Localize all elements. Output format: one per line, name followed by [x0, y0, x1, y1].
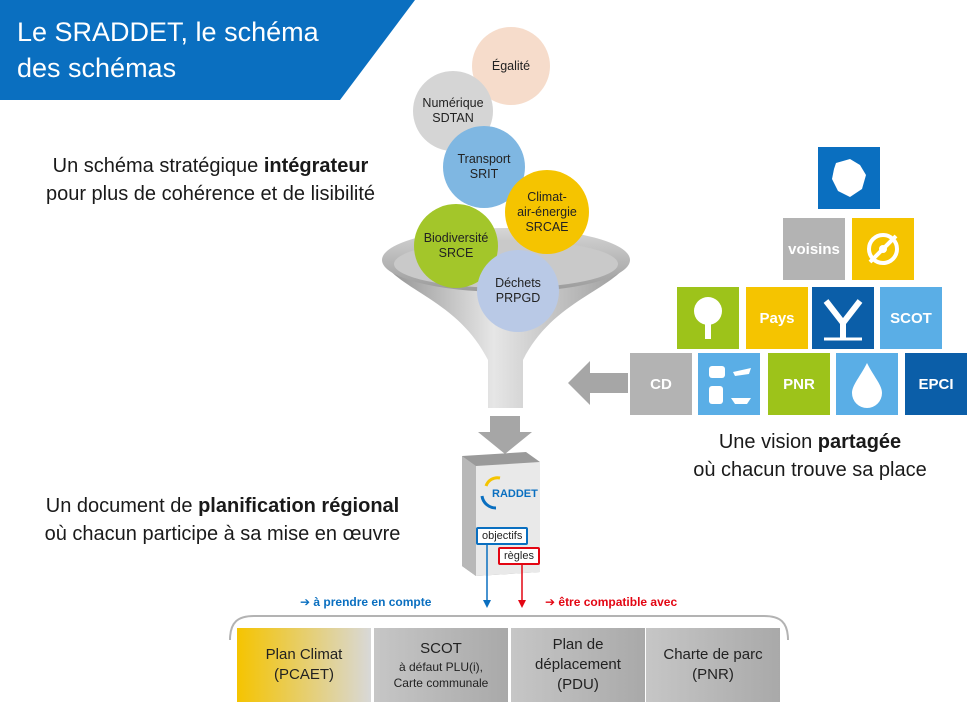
scheme-bubble-dechets: Déchets PRPGD [477, 250, 559, 332]
left-arrow-icon [568, 361, 628, 405]
energy-icon [852, 218, 914, 280]
document-pdu: Plan de déplacement (PDU) [511, 628, 645, 702]
objectifs-tag: objectifs [476, 527, 529, 545]
tile-pays: Pays [746, 287, 808, 349]
documents-bracket [229, 615, 789, 641]
tile-epci: EPCI [905, 353, 967, 415]
document-plan-climat: Plan Climat (PCAET) [237, 628, 371, 702]
page-title: Le SRADDET, le schéma des schémas [17, 17, 319, 83]
regles-tag: règles [498, 547, 540, 565]
roads-icon [812, 287, 874, 349]
take-into-account-label: ➔ à prendre en compte [300, 595, 432, 609]
book-brand: RADDET [492, 488, 538, 500]
tile-cd: CD [630, 353, 692, 415]
planning-headline: Un document de planification régional où… [44, 495, 401, 545]
scheme-bubble-numerique: Numérique SDTAN [413, 71, 493, 151]
document-scot: SCOT à défaut PLU(i), Carte communale [374, 628, 508, 702]
transport-icon [698, 353, 760, 415]
tile-pnr: PNR [768, 353, 830, 415]
arrow-right-icon: ➔ [300, 595, 314, 609]
arrow-right-icon: ➔ [545, 595, 559, 609]
shared-vision-headline: Une vision partagée où chacun trouve sa … [693, 431, 927, 481]
tree-icon [677, 287, 739, 349]
compatible-label: ➔ être compatible avec [545, 595, 678, 609]
document-charte-parc: Charte de parc (PNR) [646, 628, 780, 702]
water-drop-icon [836, 353, 898, 415]
title-banner: Le SRADDET, le schéma des schémas [0, 0, 415, 100]
relation-arrows [483, 544, 526, 608]
scheme-bubble-climat: Climat- air-énergie SRCAE [505, 170, 589, 254]
region-map-tile [818, 147, 880, 209]
tile-voisins: voisins [783, 218, 845, 280]
integrator-headline: Un schéma stratégique intégrateur pour p… [45, 155, 376, 205]
tile-scot: SCOT [880, 287, 942, 349]
